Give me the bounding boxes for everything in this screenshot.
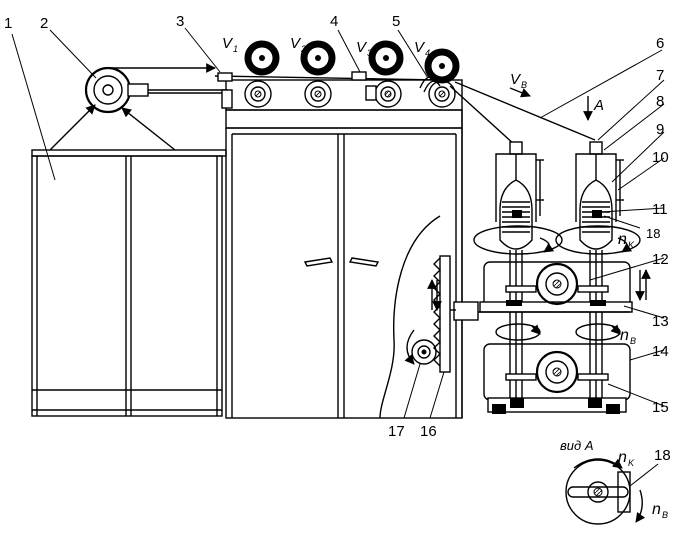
label-18-bottom: 18: [654, 447, 671, 464]
svg-text:K: K: [628, 240, 635, 250]
spindle-speed-nk: n K: [618, 231, 635, 250]
label-4: 4: [330, 13, 338, 30]
main-cabinet: [225, 79, 463, 419]
svg-text:3: 3: [367, 48, 372, 58]
label-5: 5: [392, 13, 400, 30]
view-a-caption: вид A: [560, 438, 593, 453]
bottom-roller-2: [304, 80, 332, 108]
speed-v2: V 2: [290, 35, 306, 54]
spindle-right: [555, 141, 641, 400]
rack-and-pinion: [379, 215, 456, 419]
svg-text:4: 4: [425, 48, 430, 58]
label-18-top: 18: [646, 226, 660, 241]
feed-rollers: [214, 40, 460, 109]
leader-lines: [11, 27, 665, 487]
pressure-roller-2: [300, 40, 336, 76]
svg-text:V: V: [510, 71, 522, 88]
guide-pulley: [49, 63, 228, 151]
pressure-roller-4: [424, 48, 460, 84]
speed-vb: V B: [510, 71, 527, 90]
label-12: 12: [652, 251, 669, 268]
twisting-section: [449, 81, 596, 418]
svg-text:1: 1: [233, 44, 238, 54]
svg-text:V: V: [414, 39, 426, 56]
bottom-roller-1: [244, 80, 272, 108]
label-14: 14: [652, 343, 669, 360]
supply-cabinet: [31, 149, 227, 417]
thread-guide-4: [351, 71, 367, 81]
label-11: 11: [652, 201, 668, 218]
view-speed-nk: n K: [618, 449, 635, 468]
label-16: 16: [420, 423, 437, 440]
label-1: 1: [4, 15, 12, 32]
label-3: 3: [176, 13, 184, 30]
svg-text:V: V: [356, 39, 368, 56]
speed-v1: V 1: [222, 35, 238, 54]
label-17: 17: [388, 423, 405, 440]
label-2: 2: [40, 15, 48, 32]
svg-text:2: 2: [300, 44, 306, 54]
view-arrow-a: A: [593, 97, 604, 114]
svg-text:n: n: [618, 231, 627, 248]
view-a-detail: [565, 458, 646, 525]
label-8: 8: [656, 93, 664, 110]
thread-guide-3: [217, 72, 233, 82]
speed-v3: V 3: [356, 39, 372, 58]
bottom-roller-4: [428, 80, 456, 108]
speed-v4: V 4: [414, 39, 430, 58]
door-handle-right: [348, 257, 380, 267]
label-9: 9: [656, 121, 664, 138]
svg-text:V: V: [290, 35, 302, 52]
label-6: 6: [656, 35, 664, 52]
upper-gearbox: [479, 261, 651, 313]
svg-text:n: n: [618, 449, 627, 466]
view-speed-nb: n B: [652, 501, 668, 520]
spindle-left: [473, 141, 563, 400]
svg-text:B: B: [662, 510, 668, 520]
svg-text:n: n: [620, 327, 629, 344]
label-7: 7: [656, 67, 664, 84]
label-13: 13: [652, 313, 669, 330]
door-handle-left: [303, 257, 334, 267]
label-10: 10: [652, 149, 669, 166]
bottom-roller-3: [374, 80, 402, 108]
svg-text:B: B: [521, 80, 527, 90]
svg-text:B: B: [630, 336, 636, 346]
gear-speed-nb: n B: [620, 327, 636, 346]
svg-text:V: V: [222, 35, 234, 52]
pressure-roller-1: [244, 40, 280, 76]
label-15: 15: [652, 399, 669, 416]
svg-text:K: K: [628, 458, 635, 468]
pressure-roller-3: [368, 40, 404, 76]
lower-gearbox: [483, 343, 631, 414]
svg-text:n: n: [652, 501, 661, 518]
